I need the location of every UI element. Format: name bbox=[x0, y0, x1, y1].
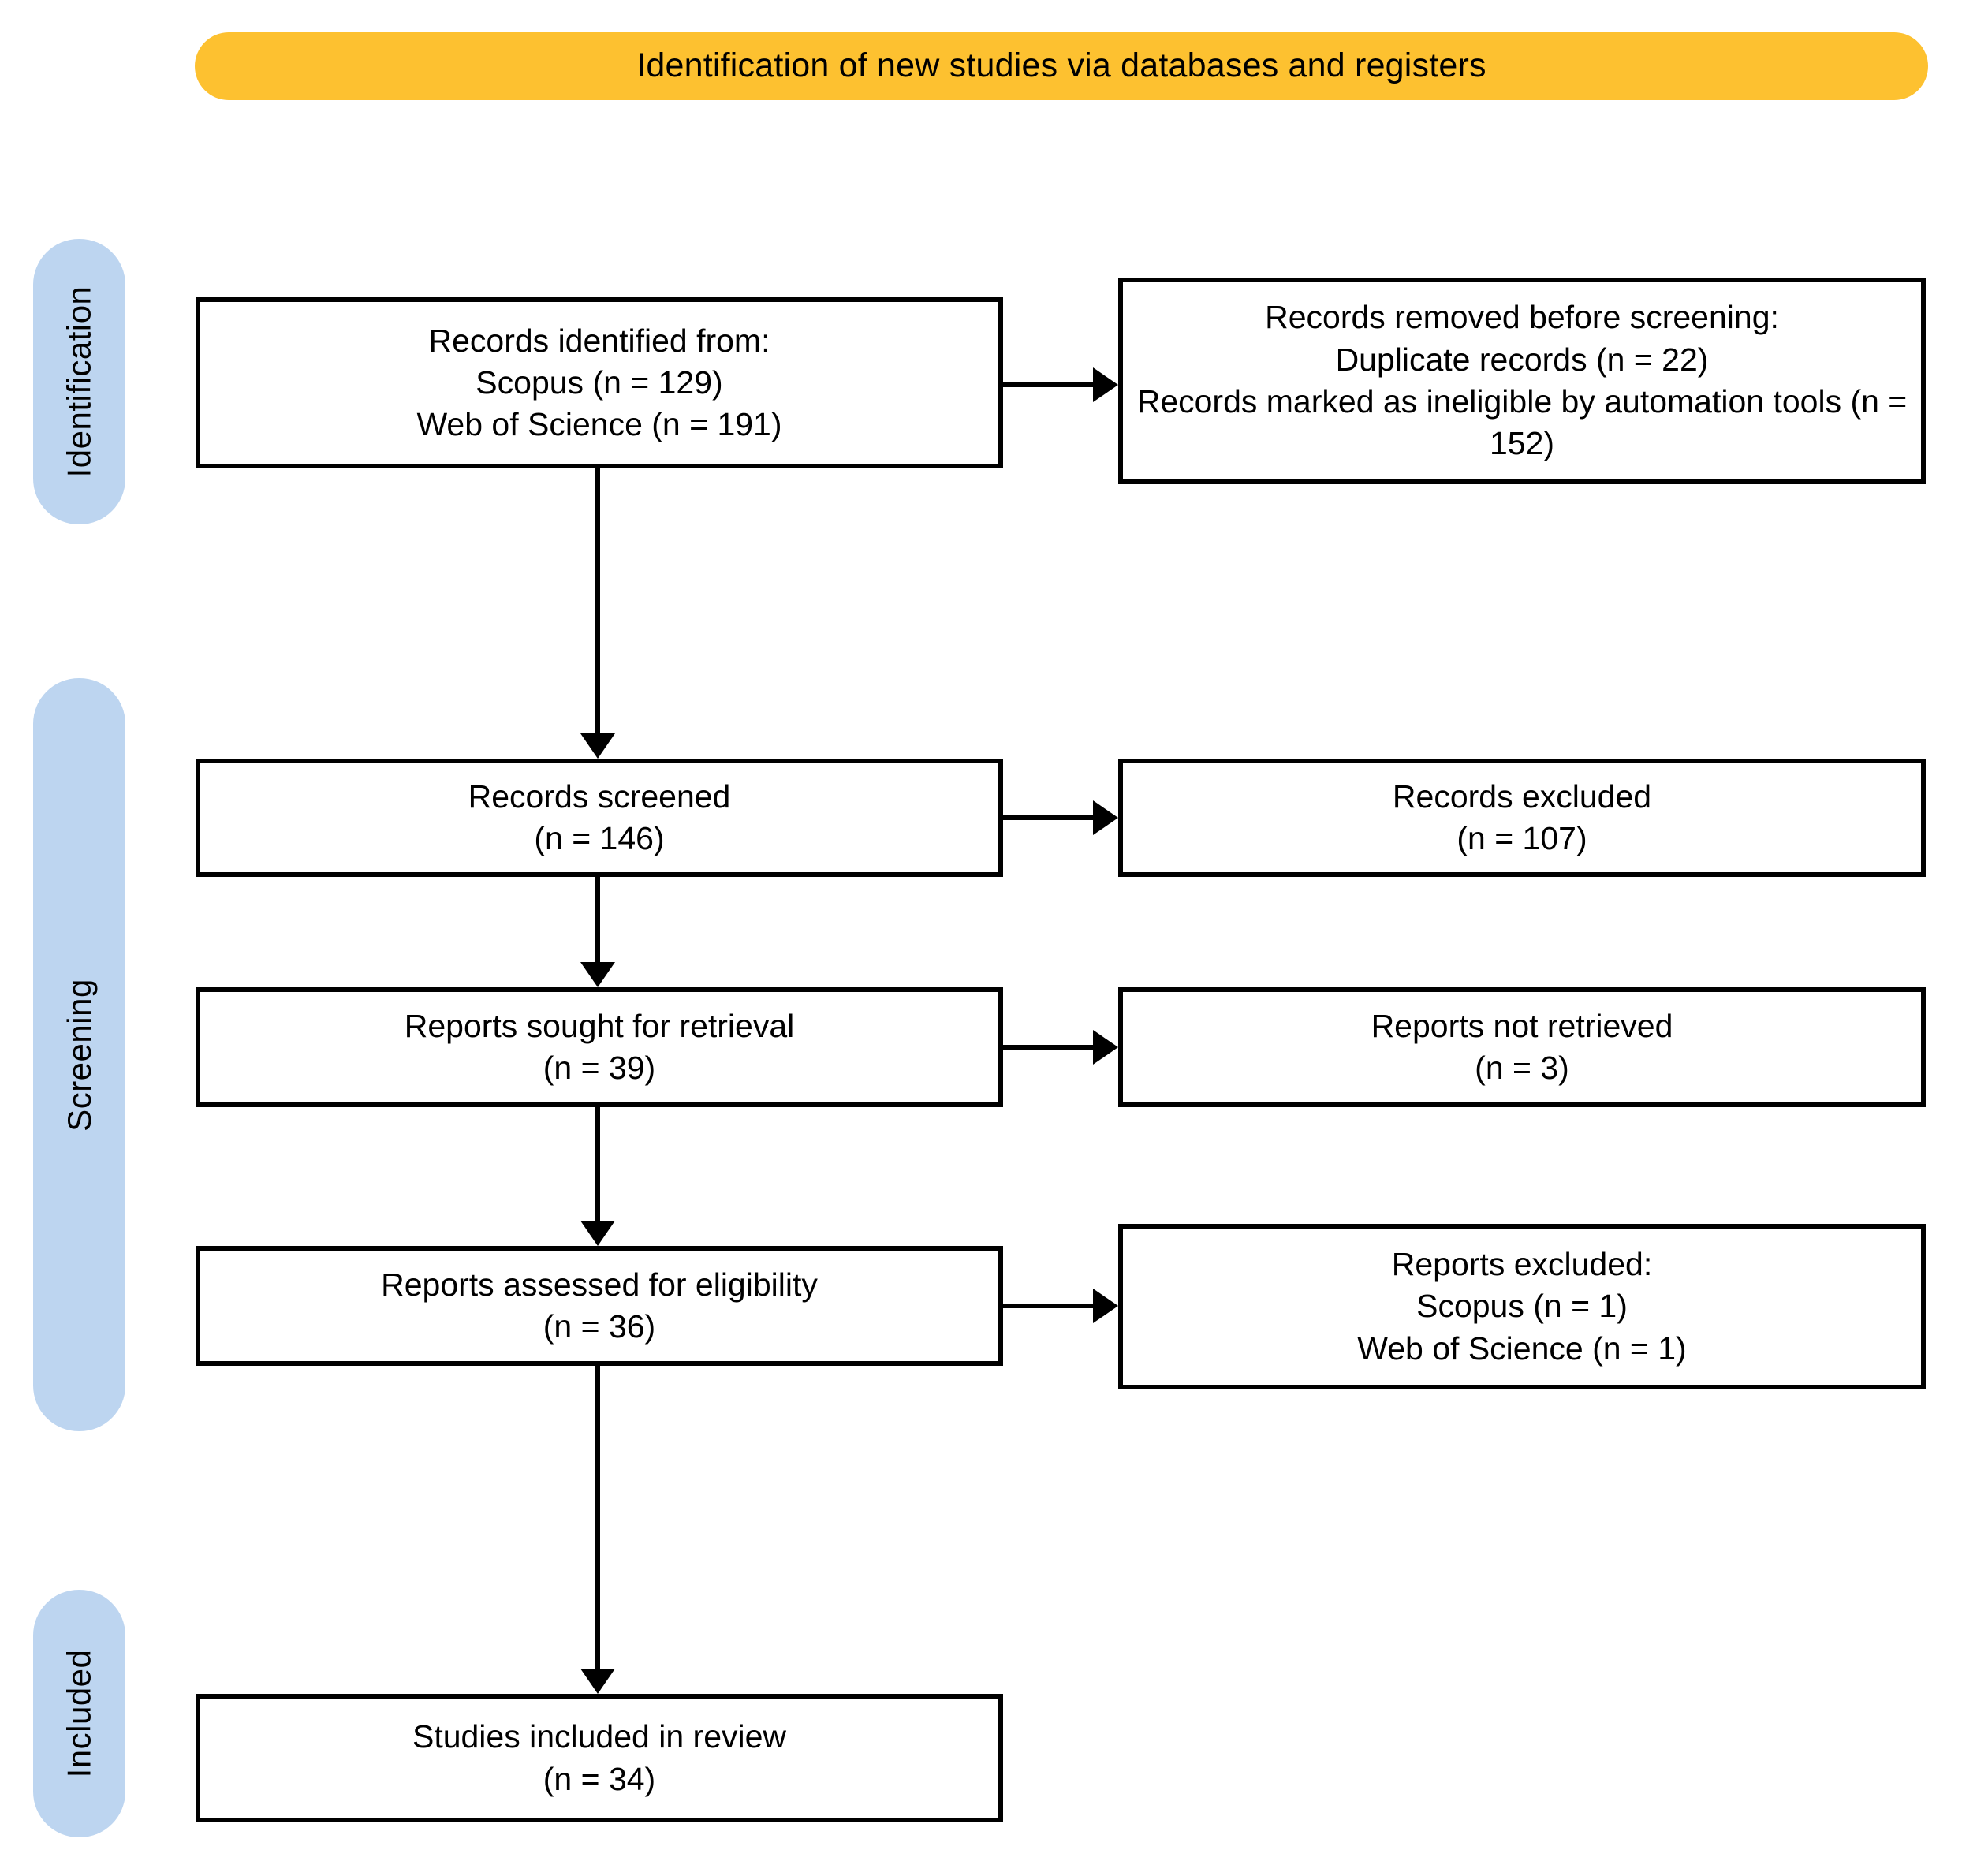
arrow-assessed-to-reports-excluded bbox=[1003, 1304, 1095, 1308]
box-reports-excluded: Reports excluded: Scopus (n = 1) Web of … bbox=[1118, 1224, 1926, 1389]
box-records-identified-line2: Scopus (n = 129) bbox=[476, 364, 723, 401]
arrow-identified-to-screened bbox=[595, 468, 600, 735]
header-banner: Identification of new studies via databa… bbox=[195, 32, 1928, 100]
arrow-identified-to-removed bbox=[1003, 382, 1095, 387]
box-records-removed-line2: Duplicate records (n = 22) bbox=[1335, 341, 1709, 378]
box-records-removed: Records removed before screening: Duplic… bbox=[1118, 278, 1926, 484]
box-records-identified-line1: Records identified from: bbox=[428, 322, 770, 359]
box-records-identified-line3: Web of Science (n = 191) bbox=[416, 406, 782, 443]
box-records-screened-line1: Records screened bbox=[468, 778, 731, 815]
stage-label-screening: Screening bbox=[33, 678, 125, 1431]
stage-label-included-text: Included bbox=[60, 1649, 98, 1778]
box-reports-sought-line1: Reports sought for retrieval bbox=[404, 1007, 795, 1044]
box-reports-not-retrieved: Reports not retrieved (n = 3) bbox=[1118, 987, 1926, 1107]
box-reports-excluded-line1: Reports excluded: bbox=[1391, 1246, 1653, 1283]
arrow-sought-to-assessed bbox=[595, 1107, 600, 1222]
box-reports-assessed-line1: Reports assessed for eligibility bbox=[381, 1266, 818, 1303]
arrow-screened-to-excluded bbox=[1003, 815, 1095, 820]
box-reports-sought-line2: (n = 39) bbox=[543, 1050, 656, 1086]
box-reports-assessed: Reports assessed for eligibility (n = 36… bbox=[196, 1246, 1003, 1366]
stage-label-screening-text: Screening bbox=[60, 978, 98, 1132]
box-records-screened: Records screened (n = 146) bbox=[196, 759, 1003, 877]
box-reports-assessed-line2: (n = 36) bbox=[543, 1308, 656, 1345]
box-studies-included: Studies included in review (n = 34) bbox=[196, 1694, 1003, 1822]
arrow-assessed-to-included bbox=[595, 1366, 600, 1670]
box-reports-sought: Reports sought for retrieval (n = 39) bbox=[196, 987, 1003, 1107]
stage-label-identification: Identification bbox=[33, 239, 125, 524]
box-reports-excluded-line3: Web of Science (n = 1) bbox=[1357, 1330, 1687, 1367]
box-records-removed-line3: Records marked as ineligible by automati… bbox=[1136, 383, 1908, 462]
box-records-excluded-line1: Records excluded bbox=[1392, 778, 1652, 815]
box-records-removed-line1: Records removed before screening: bbox=[1265, 299, 1779, 336]
box-reports-not-retrieved-line1: Reports not retrieved bbox=[1371, 1007, 1673, 1044]
box-studies-included-line2: (n = 34) bbox=[543, 1760, 656, 1797]
box-records-identified: Records identified from: Scopus (n = 129… bbox=[196, 297, 1003, 468]
box-reports-excluded-line2: Scopus (n = 1) bbox=[1416, 1288, 1628, 1325]
box-records-screened-line2: (n = 146) bbox=[534, 820, 665, 856]
box-records-excluded: Records excluded (n = 107) bbox=[1118, 759, 1926, 877]
header-title: Identification of new studies via databa… bbox=[636, 47, 1486, 85]
box-reports-not-retrieved-line2: (n = 3) bbox=[1475, 1050, 1569, 1086]
arrow-screened-to-sought bbox=[595, 877, 600, 964]
box-studies-included-line1: Studies included in review bbox=[412, 1718, 787, 1755]
stage-label-identification-text: Identification bbox=[60, 285, 98, 478]
stage-label-included: Included bbox=[33, 1590, 125, 1837]
box-records-excluded-line2: (n = 107) bbox=[1457, 820, 1587, 856]
arrow-sought-to-not-retrieved bbox=[1003, 1045, 1095, 1050]
